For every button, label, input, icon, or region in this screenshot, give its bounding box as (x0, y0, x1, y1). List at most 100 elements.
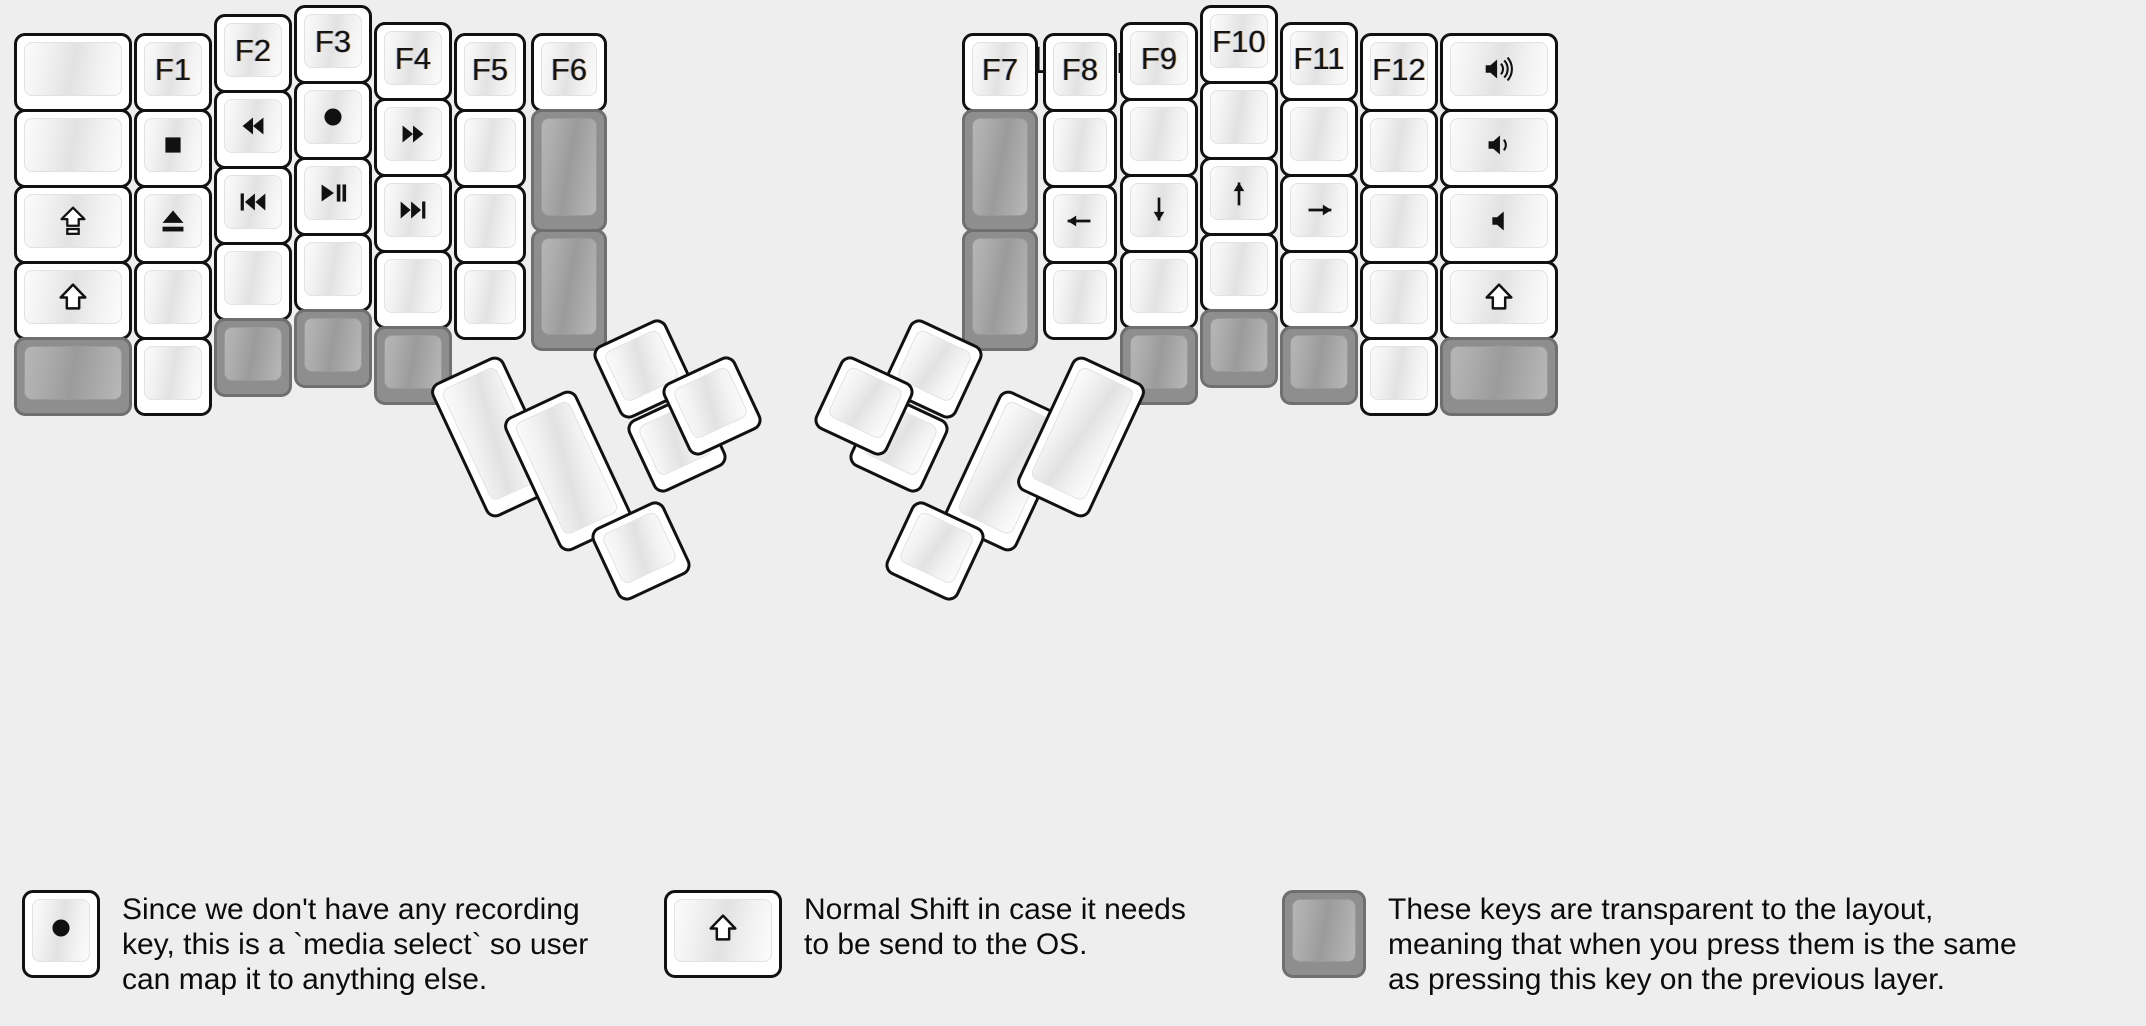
key-left-pinky-outer-4[interactable] (14, 261, 132, 340)
keycap-surface (384, 335, 442, 389)
keycap-surface (1210, 166, 1268, 220)
key-right-index-3[interactable] (1120, 174, 1198, 253)
key-left-inner-2[interactable] (531, 109, 607, 232)
key-left-index-inner-3[interactable] (454, 185, 526, 264)
key-left-middle-2[interactable] (294, 81, 372, 160)
key-left-index-inner-1[interactable]: F5 (454, 33, 526, 112)
key-right-pinky-outer-4[interactable] (1440, 261, 1558, 340)
key-left-middle-5[interactable] (294, 309, 372, 388)
key-right-ring-4[interactable] (1280, 250, 1358, 329)
key-left-pinky-2[interactable] (134, 109, 212, 188)
key-left-ring-4[interactable] (214, 242, 292, 321)
media-next-track-icon (394, 191, 432, 229)
key-right-index-inner-4[interactable] (1043, 261, 1117, 340)
key-right-index-2[interactable] (1120, 98, 1198, 177)
volume-down-icon (1480, 126, 1518, 164)
key-left-ring-1[interactable]: F2 (214, 14, 292, 93)
media-fastforward-icon (394, 115, 432, 153)
key-right-middle-1[interactable]: F10 (1200, 5, 1278, 84)
key-left-pinky-3[interactable] (134, 185, 212, 264)
key-left-middle-1[interactable]: F3 (294, 5, 372, 84)
key-left-index-4[interactable] (374, 250, 452, 329)
shift-icon (1480, 278, 1518, 316)
key-right-ring-2[interactable] (1280, 98, 1358, 177)
key-left-ring-3[interactable] (214, 166, 292, 245)
key-right-pinky-outer-1[interactable] (1440, 33, 1558, 112)
key-right-inner-3[interactable] (962, 228, 1038, 351)
keycap-surface (1210, 318, 1268, 372)
keycap-surface (1130, 183, 1188, 237)
key-right-middle-5[interactable] (1200, 309, 1278, 388)
key-left-pinky-5[interactable] (134, 337, 212, 416)
key-right-pinky-1[interactable]: F12 (1360, 33, 1438, 112)
keycap-surface (304, 166, 362, 220)
key-left-pinky-1[interactable]: F1 (134, 33, 212, 112)
keycap-surface (1450, 194, 1548, 248)
key-right-index-inner-1[interactable]: F8 (1043, 33, 1117, 112)
key-right-pinky-5[interactable] (1360, 337, 1438, 416)
key-left-index-inner-2[interactable] (454, 109, 526, 188)
key-right-middle-2[interactable] (1200, 81, 1278, 160)
key-legend: F5 (471, 51, 509, 87)
key-right-pinky-outer-5[interactable] (1440, 337, 1558, 416)
key-right-ring-3[interactable] (1280, 174, 1358, 253)
key-right-pinky-3[interactable] (1360, 185, 1438, 264)
arrow-down-icon (1140, 191, 1178, 229)
legend-item-2: Normal Shift in case it needs to be send… (664, 890, 1186, 978)
key-left-pinky-outer-1[interactable] (14, 33, 132, 112)
keycap-surface: F3 (304, 14, 362, 68)
media-record-icon (314, 98, 352, 136)
keycap-surface (1290, 107, 1348, 161)
key-left-inner-3[interactable] (531, 228, 607, 351)
key-left-middle-4[interactable] (294, 233, 372, 312)
key-left-middle-3[interactable] (294, 157, 372, 236)
key-right-middle-3[interactable] (1200, 157, 1278, 236)
key-left-pinky-4[interactable] (134, 261, 212, 340)
key-legend: F2 (234, 32, 272, 68)
arrow-left-icon (1061, 202, 1099, 240)
key-left-index-2[interactable] (374, 98, 452, 177)
keycap-surface (144, 194, 202, 248)
key-left-ring-5[interactable] (214, 318, 292, 397)
key-left-index-inner-4[interactable] (454, 261, 526, 340)
arrow-right-icon (1300, 191, 1338, 229)
keycap-surface (1029, 365, 1136, 503)
key-right-pinky-outer-3[interactable] (1440, 185, 1558, 264)
key-left-ring-2[interactable] (214, 90, 292, 169)
keycap-surface: F2 (224, 23, 282, 77)
keycap-surface (897, 510, 976, 586)
keycap-surface (1053, 118, 1107, 172)
keycap-surface (1290, 259, 1348, 313)
legend-item-3: These keys are transparent to the layout… (1282, 890, 2017, 997)
key-right-inner-2[interactable] (962, 109, 1038, 232)
media-eject-icon (154, 202, 192, 240)
keycap-surface (541, 118, 597, 216)
key-right-index-4[interactable] (1120, 250, 1198, 329)
keycap-surface (972, 118, 1028, 216)
keycap-surface (24, 346, 122, 400)
media-record-icon (42, 909, 80, 952)
key-right-ring-1[interactable]: F11 (1280, 22, 1358, 101)
key-left-pinky-outer-3[interactable] (14, 185, 132, 264)
key-right-pinky-2[interactable] (1360, 109, 1438, 188)
key-right-middle-4[interactable] (1200, 233, 1278, 312)
key-left-index-3[interactable] (374, 174, 452, 253)
keycap-surface (1370, 118, 1428, 172)
key-right-pinky-4[interactable] (1360, 261, 1438, 340)
key-right-index-1[interactable]: F9 (1120, 22, 1198, 101)
key-right-pinky-outer-2[interactable] (1440, 109, 1558, 188)
legend-description-2: Normal Shift in case it needs to be send… (804, 893, 1186, 962)
key-right-inner-1[interactable]: F7 (962, 33, 1038, 112)
volume-mute-icon (1480, 202, 1518, 240)
legend-description-3: These keys are transparent to the layout… (1388, 893, 2017, 997)
key-right-ring-5[interactable] (1280, 326, 1358, 405)
key-legend: F12 (1372, 51, 1426, 87)
key-right-index-inner-3[interactable] (1043, 185, 1117, 264)
volume-up-icon (1480, 50, 1518, 88)
key-left-pinky-outer-2[interactable] (14, 109, 132, 188)
key-left-pinky-outer-5[interactable] (14, 337, 132, 416)
key-left-index-1[interactable]: F4 (374, 22, 452, 101)
key-left-inner-1[interactable]: F6 (531, 33, 607, 112)
key-right-index-inner-2[interactable] (1043, 109, 1117, 188)
